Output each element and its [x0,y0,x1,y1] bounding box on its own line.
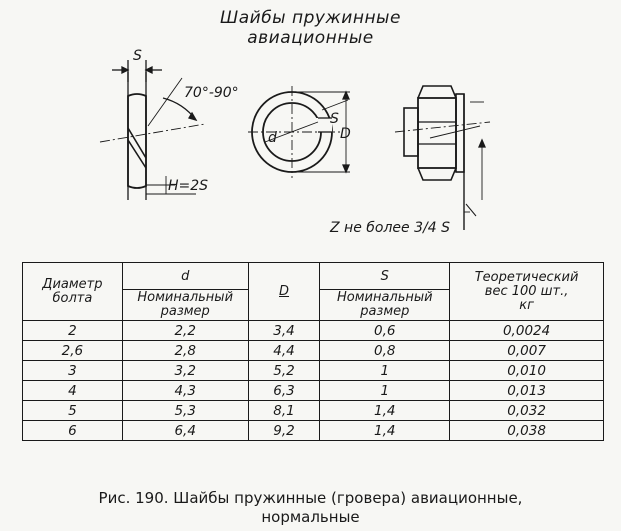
cell-bolt: 2,6 [22,340,123,361]
header-S-nominal: Номинальный размер [319,289,451,321]
cell-S: 0,6 [319,320,451,341]
cell-d: 2,8 [121,340,249,361]
table-row: 5 5,3 8,1 1,4 0,032 [22,400,604,421]
cell-weight: 0,038 [449,420,604,441]
washer-front-view [248,86,350,178]
washer-side-view [99,60,206,200]
figure-title-line1: Шайбы пружинные [220,8,401,28]
bolt-assembly-view [394,85,491,230]
label-z-limit: Z не более 3/4 S [329,220,450,236]
header-d: d [121,262,249,290]
label-height: H=2S [168,178,208,194]
cell-D: 5,2 [247,360,321,381]
cell-d: 2,2 [121,320,249,341]
header-weight: Теоретический вес 100 шт., кг [449,262,604,321]
cell-S: 1,4 [319,400,451,421]
cell-S: 0,8 [319,340,451,361]
cell-weight: 0,007 [449,340,604,361]
figure-caption-line2: нормальные [261,508,360,526]
figure-caption-line1: Рис. 190. Шайбы пружинные (гровера) авиа… [98,489,523,507]
technical-drawing: S 70°-90° H=2S S d D Z не более 3/4 S [99,48,491,236]
table-row: 2 2,2 3,4 0,6 0,0024 [22,320,604,341]
cell-d: 3,2 [121,360,249,381]
cell-bolt: 3 [22,360,123,381]
cell-D: 3,4 [247,320,321,341]
cell-bolt: 5 [22,400,123,421]
cell-bolt: 2 [22,320,123,341]
label-s-thickness: S [133,48,142,64]
cell-d: 6,4 [121,420,249,441]
cell-S: 1,4 [319,420,451,441]
label-d-ring: d [268,130,277,146]
table-row: 3 3,2 5,2 1 0,010 [22,360,604,381]
table-row: 6 6,4 9,2 1,4 0,038 [22,420,604,441]
cell-D: 8,1 [247,400,321,421]
table-row: 4 4,3 6,3 1 0,013 [22,380,604,401]
cell-d: 5,3 [121,400,249,421]
header-S: S [319,262,451,290]
cell-S: 1 [319,360,451,381]
label-angle: 70°-90° [184,85,239,101]
cell-weight: 0,0024 [449,320,604,341]
cell-bolt: 6 [22,420,123,441]
header-bolt-diameter: Диаметр болта [22,262,123,321]
cell-bolt: 4 [22,380,123,401]
cell-d: 4,3 [121,380,249,401]
cell-weight: 0,013 [449,380,604,401]
label-s-ring: S [330,111,339,127]
cell-weight: 0,032 [449,400,604,421]
cell-D: 6,3 [247,380,321,401]
header-d-nominal: Номинальный размер [121,289,249,321]
table-row: 2,6 2,8 4,4 0,8 0,007 [22,340,604,361]
drawing-labels: S 70°-90° H=2S S d D Z не более 3/4 S [133,48,450,236]
cell-S: 1 [319,380,451,401]
figure-title-line2: авиационные [247,28,374,48]
cell-D: 9,2 [247,420,321,441]
cell-D: 4,4 [247,340,321,361]
cell-weight: 0,010 [449,360,604,381]
washer-dimensions-table: Диаметр болта d D S Теоретический вес 10… [22,262,604,441]
label-D-ring: D [340,126,351,142]
header-D: D [247,262,321,321]
